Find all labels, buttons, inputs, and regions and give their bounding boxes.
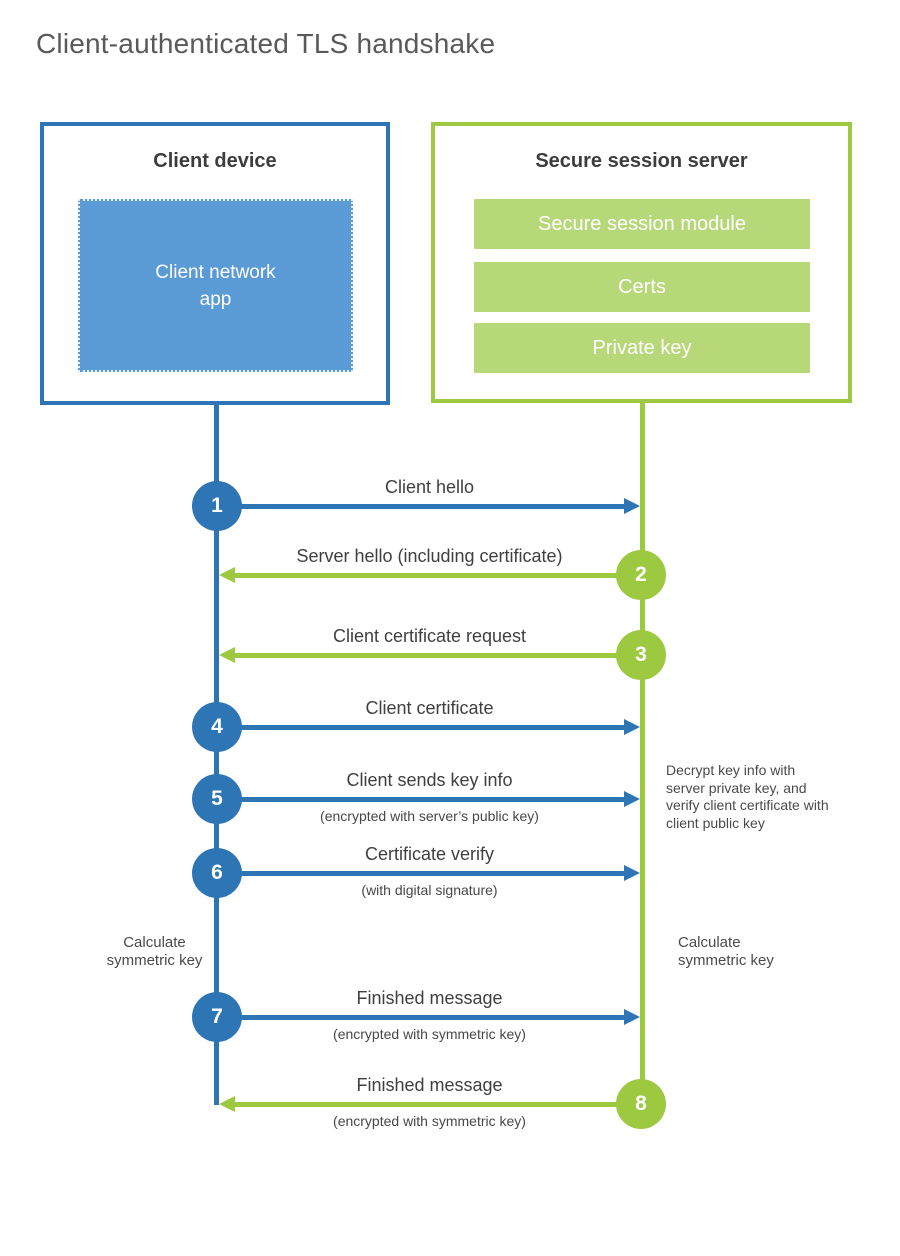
- arrowhead-right-icon: [624, 498, 640, 514]
- module-bar-private-key: Private key: [474, 323, 810, 373]
- client-network-app-box: Client network app: [78, 199, 353, 372]
- arrowhead-right-icon: [624, 865, 640, 881]
- step-circle-6: 6: [192, 848, 242, 898]
- message-7-label: Finished message: [356, 988, 503, 1008]
- arrowhead-left-icon: [219, 647, 235, 663]
- note-decrypt-key-info: Decrypt key info with server private key…: [666, 762, 829, 831]
- message-6-sublabel: (with digital signature): [361, 882, 498, 898]
- step-circle-5: 5: [192, 774, 242, 824]
- arrowhead-left-icon: [219, 567, 235, 583]
- module-bar-secure-session: Secure session module: [474, 199, 810, 249]
- message-8-label: Finished message: [356, 1075, 503, 1095]
- message-2-label: Server hello (including certificate): [296, 546, 563, 566]
- message-5-sublabel: (encrypted with server’s public key): [320, 808, 539, 824]
- step-circle-1: 1: [192, 481, 242, 531]
- message-7-sublabel: (encrypted with symmetric key): [333, 1026, 526, 1042]
- step-circle-2: 2: [616, 550, 666, 600]
- client-device-title: Client device: [153, 150, 277, 172]
- arrowhead-left-icon: [219, 1096, 235, 1112]
- message-7-arrow: [217, 1009, 640, 1025]
- note-calculate-client: Calculate symmetric key: [106, 934, 203, 969]
- note-calculate-server: Calculate symmetric key: [678, 934, 774, 969]
- message-5-arrow: [217, 791, 640, 807]
- message-5-label: Client sends key info: [346, 770, 513, 790]
- arrowhead-right-icon: [624, 1009, 640, 1025]
- message-8-arrow: [219, 1096, 642, 1112]
- client-network-app-label: Client network app: [155, 261, 276, 310]
- step-circle-4: 4: [192, 702, 242, 752]
- message-8-sublabel: (encrypted with symmetric key): [333, 1113, 526, 1129]
- arrowhead-right-icon: [624, 791, 640, 807]
- message-1-label: Client hello: [384, 477, 475, 497]
- message-4-arrow: [217, 719, 640, 735]
- arrowhead-right-icon: [624, 719, 640, 735]
- step-circle-8: 8: [616, 1079, 666, 1129]
- server-box: Secure session server Secure session mod…: [431, 122, 852, 403]
- step-circle-7: 7: [192, 992, 242, 1042]
- server-title: Secure session server: [535, 150, 748, 172]
- message-3-arrow: [219, 647, 642, 663]
- message-6-label: Certificate verify: [364, 844, 495, 864]
- lifeline-client: [214, 405, 219, 1105]
- lifeline-server: [640, 403, 645, 1105]
- client-device-box: Client device Client network app: [40, 122, 390, 405]
- message-4-label: Client certificate: [365, 698, 494, 718]
- message-2-arrow: [219, 567, 642, 583]
- message-6-arrow: [217, 865, 640, 881]
- message-3-label: Client certificate request: [332, 626, 527, 646]
- message-1-arrow: [217, 498, 640, 514]
- module-bar-certs: Certs: [474, 262, 810, 312]
- step-circle-3: 3: [616, 630, 666, 680]
- diagram-title: Client-authenticated TLS handshake: [36, 28, 496, 59]
